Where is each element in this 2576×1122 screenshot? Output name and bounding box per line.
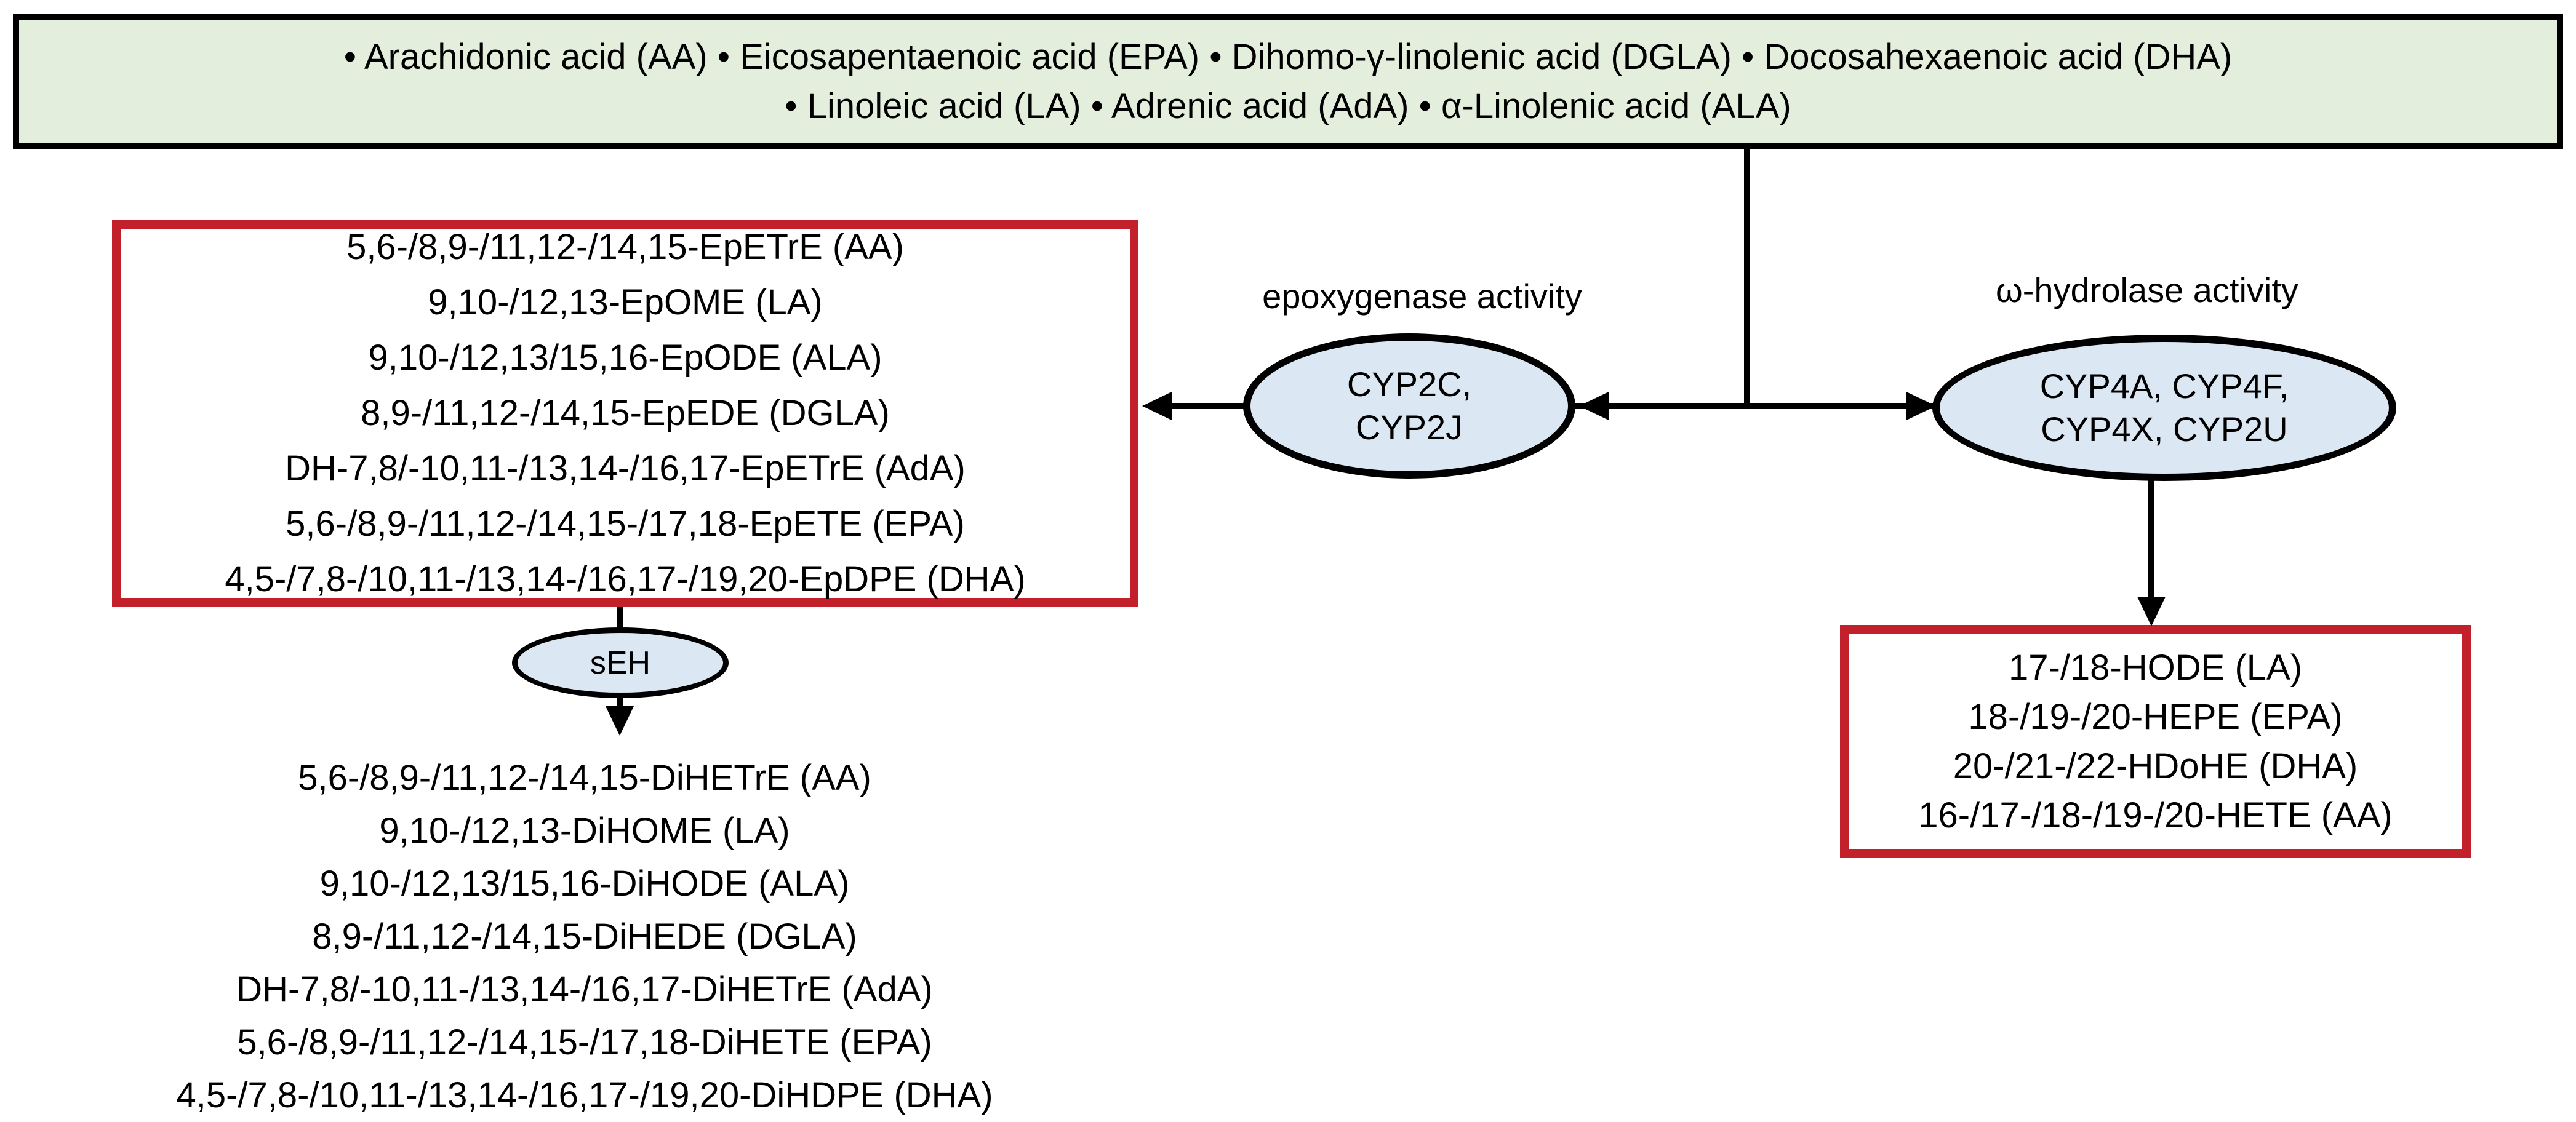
diol-line: DH-7,8/-10,11-/13,14-/16,17-DiHETrE (AdA…	[236, 969, 933, 1009]
epoxides-box: 5,6-/8,9-/11,12-/14,15-EpETrE (AA) 9,10-/…	[112, 220, 1138, 607]
diol-line: 9,10-/12,13-DiHOME (LA)	[379, 811, 790, 851]
seh-ellipse: sEH	[512, 627, 729, 698]
line-cyp4a-to-hydroxides	[2148, 479, 2154, 599]
omega-hydrolase-activity-label: ω-hydrolase activity	[1996, 271, 2298, 309]
diol-line: 4,5-/7,8-/10,11-/13,14-/16,17-/19,20-DiH…	[176, 1075, 993, 1115]
diol-line: 9,10-/12,13/15,16-DiHODE (ALA)	[319, 864, 850, 904]
epoxide-line: 5,6-/8,9-/11,12-/14,15-/17,18-EpETE (EPA…	[286, 504, 965, 544]
epoxide-line: 8,9-/11,12-/14,15-EpEDE (DGLA)	[361, 393, 890, 433]
enzyme-name-line: CYP2J	[1355, 408, 1463, 447]
arrowhead-into-hydroxides-box	[2137, 597, 2166, 626]
diol-line: 5,6-/8,9-/11,12-/14,15-/17,18-DiHETE (EP…	[237, 1022, 932, 1062]
hydroxide-line: 18-/19-/20-HEPE (EPA)	[1968, 696, 2343, 737]
enzyme-name-line: CYP4X, CYP2U	[2041, 410, 2288, 448]
enzyme-name-line: CYP2C,	[1346, 365, 1472, 404]
diols-list: 5,6-/8,9-/11,12-/14,15-DiHETrE (AA) 9,10-…	[31, 752, 1138, 1122]
epoxygenase-activity-label: epoxygenase activity	[1262, 277, 1582, 316]
substrate-line: • Arachidonic acid (AA) • Eicosapentaeno…	[343, 37, 2233, 77]
epoxide-line: DH-7,8/-10,11-/13,14-/16,17-EpETrE (AdA)	[285, 448, 966, 488]
diol-line: 8,9-/11,12-/14,15-DiHEDE (DGLA)	[312, 917, 857, 957]
substrates-box: • Arachidonic acid (AA) • Eicosapentaeno…	[13, 14, 2563, 149]
epoxide-line: 9,10-/12,13/15,16-EpODE (ALA)	[368, 338, 882, 378]
hydroxide-line: 20-/21-/22-HDoHE (DHA)	[1953, 746, 2358, 786]
epoxide-line: 5,6-/8,9-/11,12-/14,15-EpETrE (AA)	[346, 227, 904, 267]
epoxide-line: 9,10-/12,13-EpOME (LA)	[428, 282, 823, 322]
enzyme-name-line: CYP4A, CYP4F,	[2039, 367, 2289, 405]
arrowhead-into-cyp4a-ellipse	[1906, 392, 1936, 420]
diol-line: 5,6-/8,9-/11,12-/14,15-DiHETrE (AA)	[298, 758, 871, 798]
hydroxides-box: 17-/18-HODE (LA) 18-/19-/20-HEPE (EPA) 20-…	[1840, 625, 2471, 858]
hydroxide-line: 17-/18-HODE (LA)	[2008, 647, 2303, 688]
arrowhead-into-cyp2c-ellipse	[1579, 392, 1609, 420]
line-substrates-down	[1744, 146, 1750, 409]
epoxide-line: 4,5-/7,8-/10,11-/13,14-/16,17-/19,20-EpD…	[225, 559, 1026, 599]
seh-label: sEH	[590, 645, 651, 681]
substrate-line: • Linoleic acid (LA) • Adrenic acid (AdA…	[785, 86, 1791, 126]
arrowhead-into-epoxides-box	[1142, 392, 1172, 420]
cyp2c-cyp2j-ellipse: CYP2C, CYP2J	[1243, 333, 1575, 479]
cyp4a-cyp4f-cyp4x-cyp2u-ellipse: CYP4A, CYP4F, CYP4X, CYP2U	[1932, 335, 2396, 481]
hydroxide-line: 16-/17-/18-/19-/20-HETE (AA)	[1918, 795, 2393, 835]
arrowhead-into-diols-list	[606, 706, 634, 736]
